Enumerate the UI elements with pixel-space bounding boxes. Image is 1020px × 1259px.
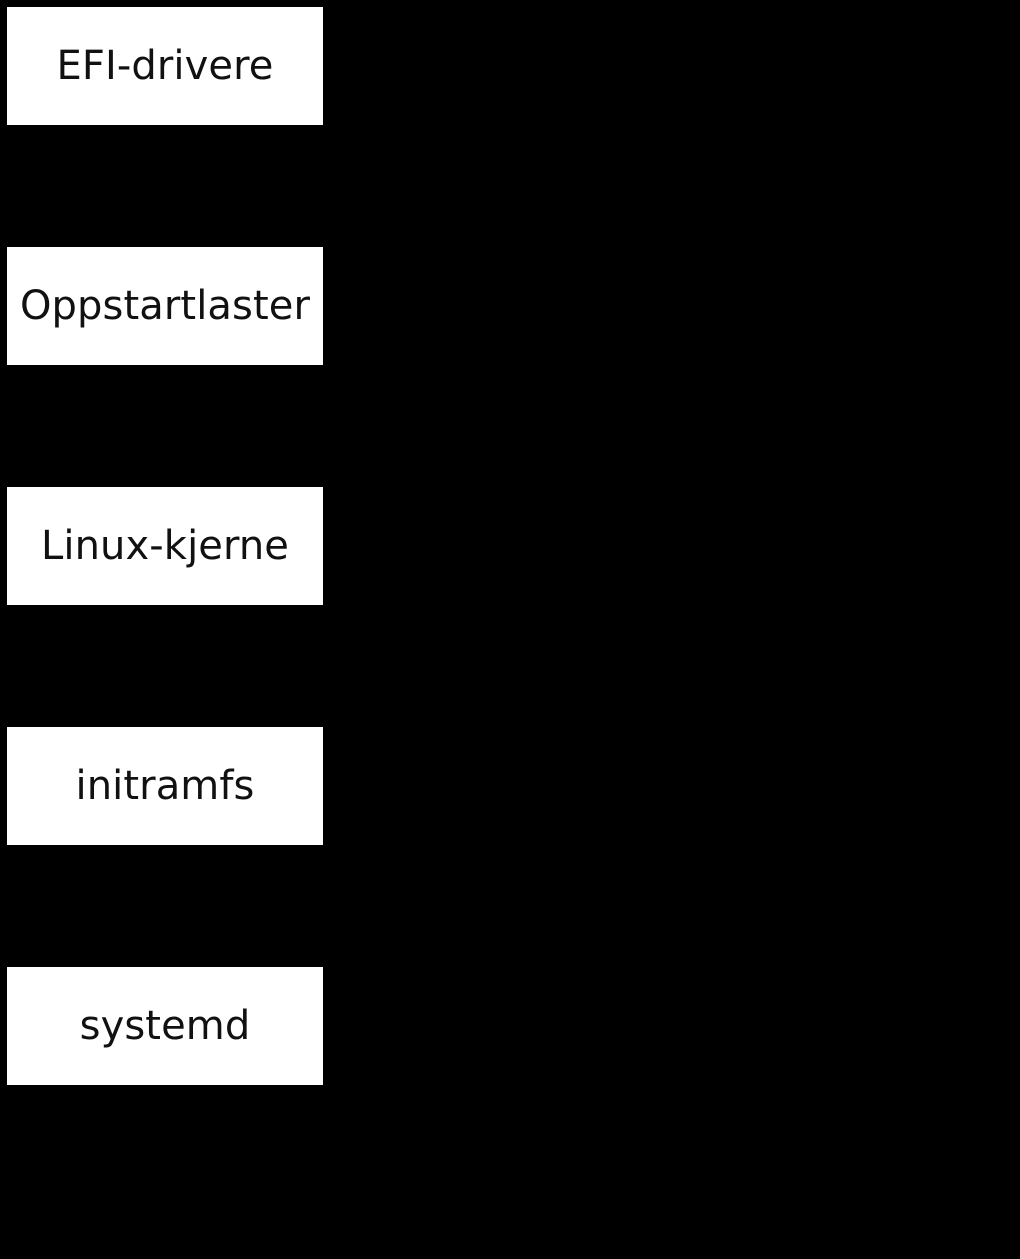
stage-box-initramfs[interactable]: initramfs [7, 727, 323, 845]
stage-label-initramfs: initramfs [75, 763, 255, 809]
stage-label-systemd: systemd [79, 1003, 251, 1049]
stage-box-efi-drivere[interactable]: EFI-drivere [7, 7, 323, 125]
stage-label-efi-drivere: EFI-drivere [56, 43, 274, 89]
stage-label-linux-kjerne: Linux-kjerne [41, 523, 289, 569]
stage-label-oppstartlaster: Oppstartlaster [19, 283, 311, 329]
stage-box-oppstartlaster[interactable]: Oppstartlaster [7, 247, 323, 365]
stage-box-linux-kjerne[interactable]: Linux-kjerne [7, 487, 323, 605]
stage-box-systemd[interactable]: systemd [7, 967, 323, 1085]
